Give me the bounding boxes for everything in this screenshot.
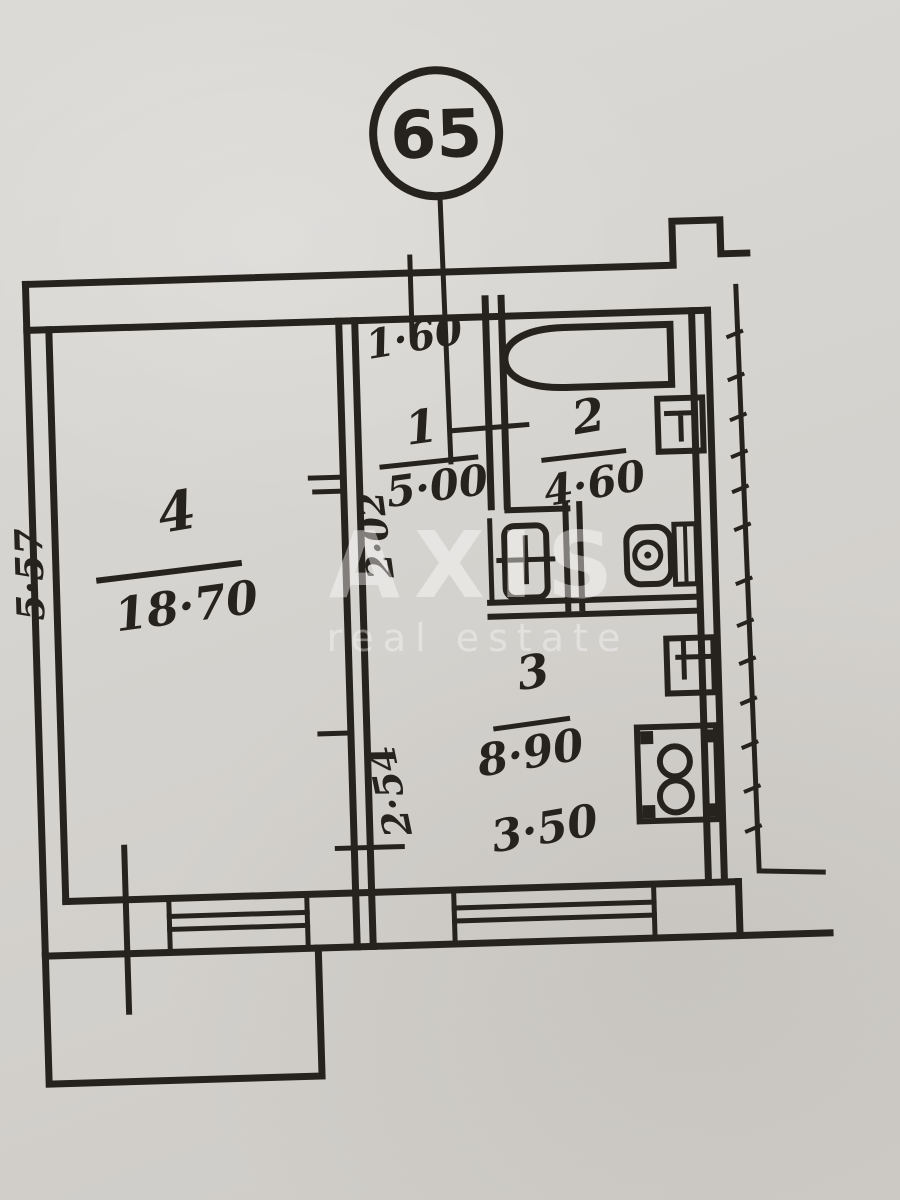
faucet-icon [675,640,713,680]
stove-icon [633,722,722,825]
kitchen-sink-icon [663,634,718,697]
dim-kitchen-width: 3·50 [488,795,603,863]
dim-hall-width: 1·60 [362,306,466,369]
west-wall [21,280,70,960]
toilet-icon [623,521,701,588]
faucet-icon [663,410,698,442]
window-symbol-kitchen [451,881,658,947]
fraction-bar-room4 [95,559,243,584]
room2-number: 2 [567,387,609,446]
unit-number-circle [369,66,504,201]
room1-number: 1 [402,398,441,456]
north-wall [21,216,751,338]
interior-wall-bathroom [447,294,586,612]
room4-area: 18·70 [111,570,261,643]
interior-wall-room4 [307,317,405,951]
unit-number: 65 [389,95,483,175]
fraction-bar-room1 [379,454,479,470]
leader-line [437,199,454,465]
room4-number: 4 [153,477,201,546]
bathtub-icon [501,320,676,391]
burner-icon [656,777,695,816]
dimension-tick [307,474,347,495]
shower-tray-icon [496,522,556,602]
burner-icon [656,743,693,780]
fraction-bar-room3 [493,715,571,732]
fraction-bar-room2 [541,448,627,463]
balcony-outline [41,944,326,1088]
kitchen-north-wall [487,593,704,620]
dimension-tick [447,421,530,434]
door-leaf [487,518,495,604]
window-symbol-room4 [166,891,311,956]
south-wall [41,877,834,960]
room3-number: 3 [513,642,554,701]
dimension-tick [317,730,354,737]
boundary-hatch-line [725,283,826,875]
room3-area: 8·90 [472,719,588,788]
wall-tick [407,254,415,338]
window-axis-line [121,844,133,1015]
dimension-tick [334,843,405,852]
washbasin-icon [654,394,707,455]
dim-room4-width: 5·57 [6,528,54,622]
east-wall [687,306,729,887]
